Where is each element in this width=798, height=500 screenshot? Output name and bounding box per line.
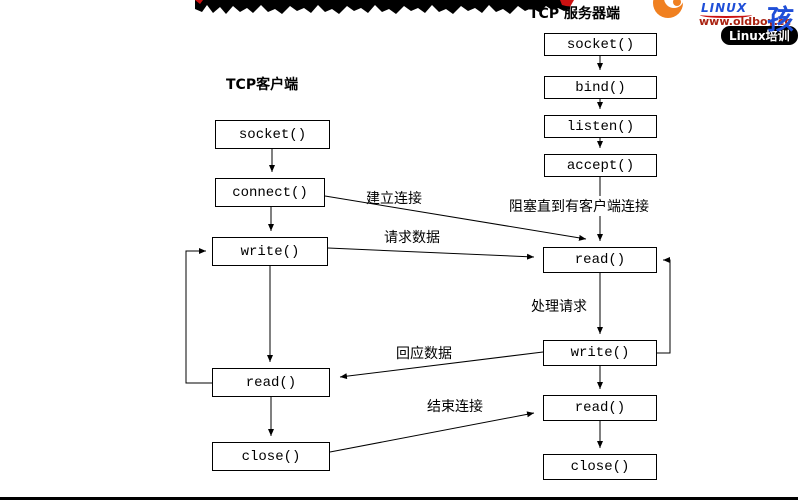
server-node-read-1: read() (543, 247, 657, 273)
server-node-bind: bind() (544, 76, 657, 99)
edge-label-process: 处理请求 (531, 299, 587, 315)
client-node-read: read() (212, 368, 330, 397)
server-node-write: write() (543, 340, 657, 366)
brand-swoosh-icon (700, 12, 752, 18)
client-node-socket: socket() (215, 120, 330, 149)
server-node-close: close() (543, 454, 657, 480)
bottom-border (0, 497, 798, 500)
edge-label-establish: 建立连接 (366, 191, 422, 207)
client-node-close: close() (212, 442, 330, 471)
linux-training-badge: Linux培训 (721, 26, 798, 45)
client-node-connect: connect() (215, 178, 325, 207)
banner-red-accent-small (195, 0, 203, 4)
server-node-listen: listen() (544, 115, 657, 138)
edge-label-block-note: 阻塞直到有客户端连接 (507, 196, 651, 216)
server-node-read-2: read() (543, 395, 657, 421)
edge-label-finish: 结束连接 (427, 399, 483, 415)
banner-red-accent (560, 0, 574, 7)
site-url: www.oldboy.cc (699, 15, 791, 28)
client-column-title: TCP客户端 (226, 77, 299, 93)
server-column-title: TCP 服务器端 (529, 6, 620, 22)
brand-character: 孩 (767, 5, 794, 36)
edge-label-request: 请求数据 (384, 230, 440, 246)
cropped-title-art (195, 0, 570, 14)
oldboy-logo-icon (653, 0, 684, 18)
server-node-accept: accept() (544, 154, 657, 177)
server-node-socket: socket() (544, 33, 657, 56)
client-node-write: write() (212, 237, 328, 266)
edge-label-response: 回应数据 (396, 346, 452, 362)
banner-decoration (195, 0, 684, 18)
